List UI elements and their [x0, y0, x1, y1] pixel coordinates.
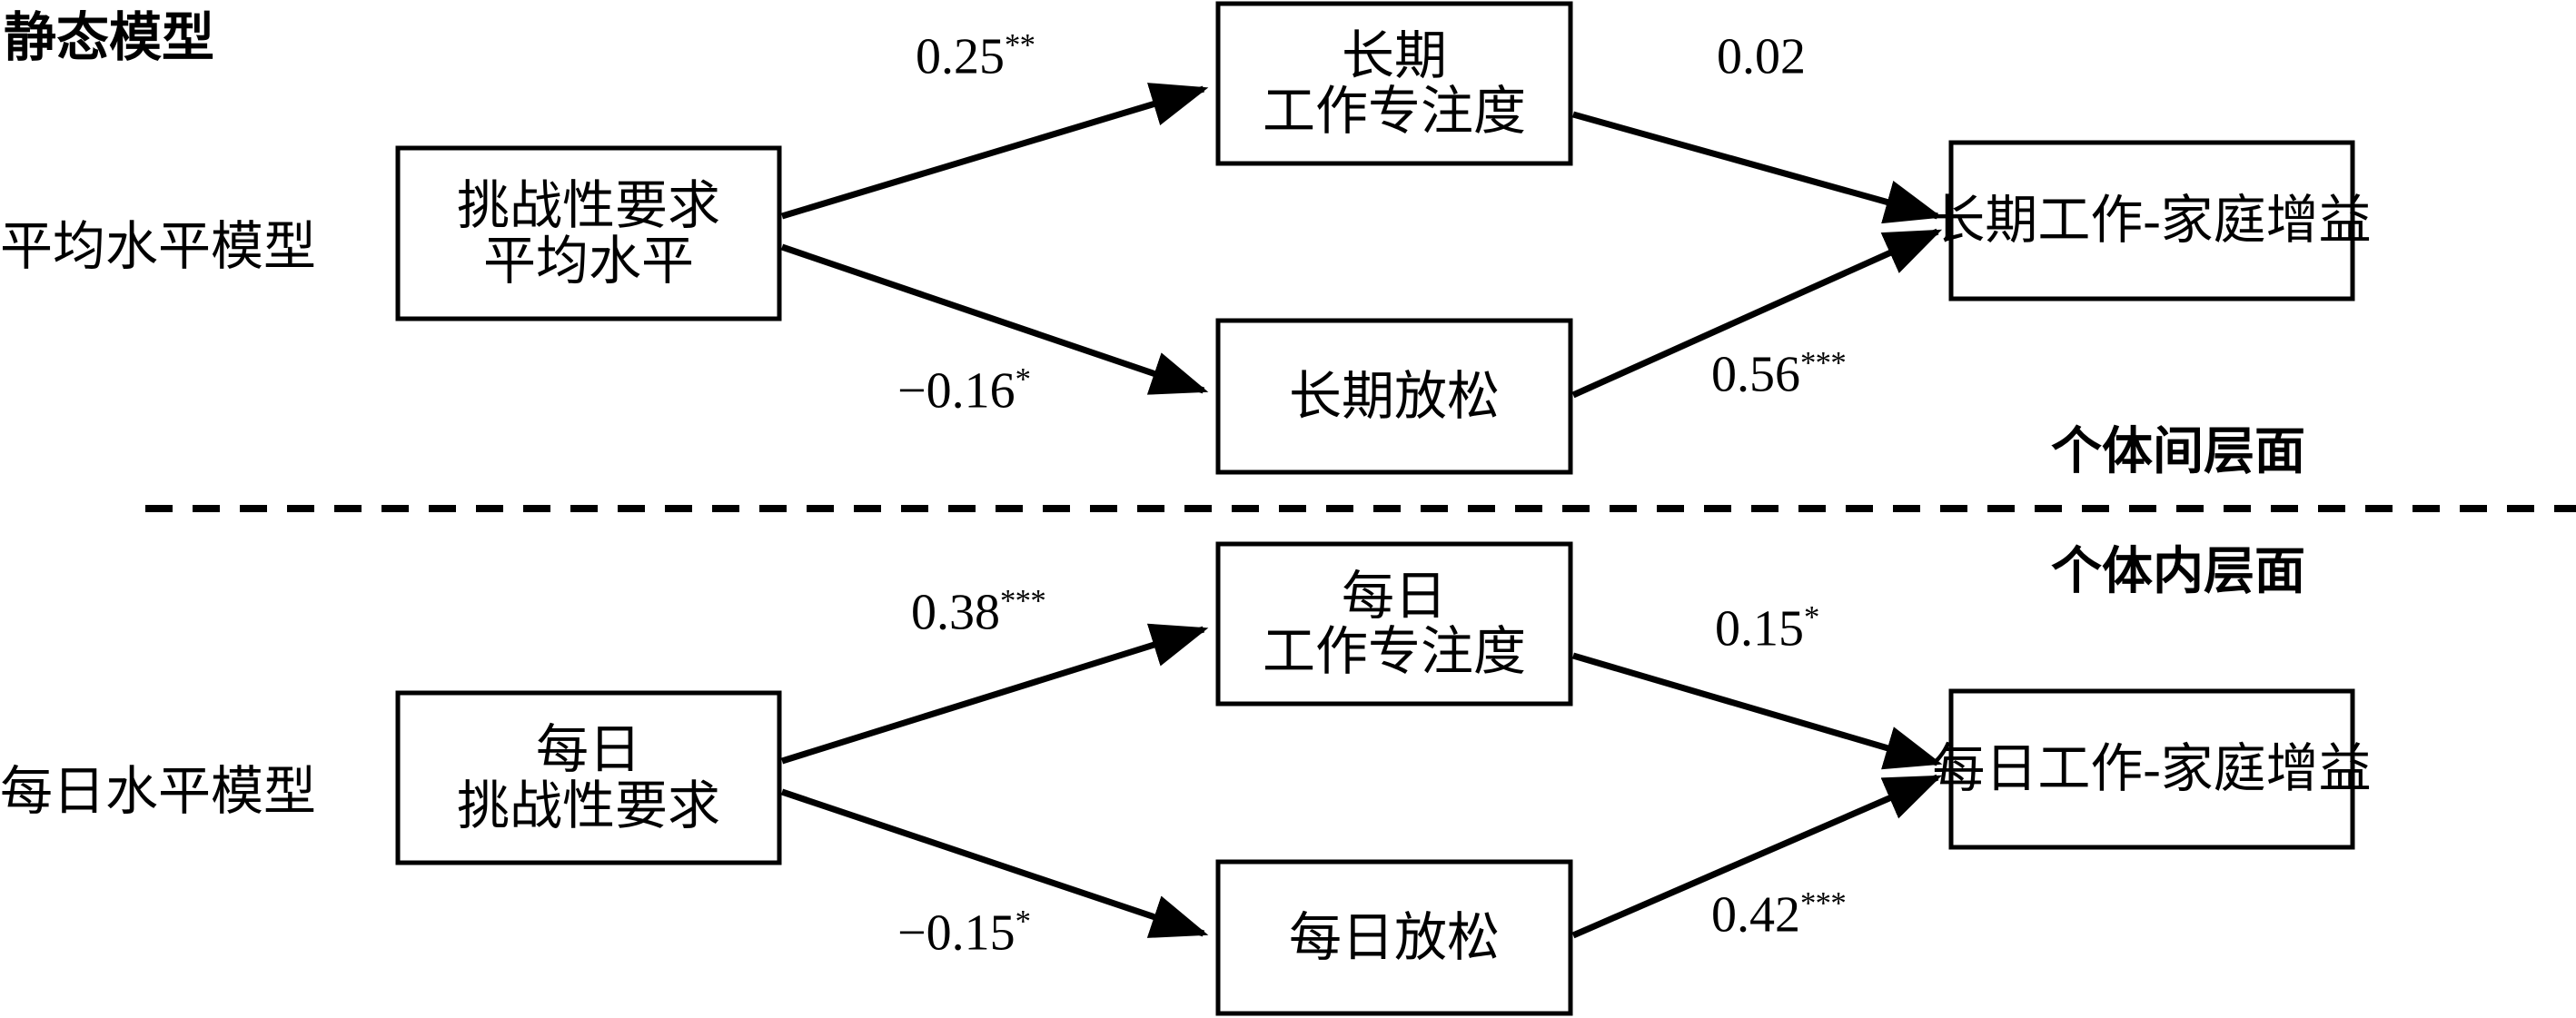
coef-between-b2: 0.56***: [1711, 345, 1847, 404]
coef-stars: ***: [1800, 885, 1847, 921]
coef-value: 0.15: [1715, 600, 1804, 657]
coef-stars: ***: [1800, 345, 1847, 381]
coef-between-a1: 0.25**: [916, 27, 1035, 86]
coef-stars: **: [1005, 27, 1035, 63]
coef-value: 0.38: [911, 584, 1000, 641]
row-label-within-model: 每日水平模型: [0, 762, 317, 821]
node-box-within-mediator-bottom: [1215, 859, 1573, 1016]
coef-within-b1: 0.15*: [1715, 599, 1819, 658]
edge-within-predictor-to-focus: [780, 623, 1209, 765]
node-box-within-outcome: [1948, 688, 2355, 850]
coef-between-a2: −0.16*: [897, 361, 1031, 420]
level-label-within-person: 个体内层面: [2051, 544, 2305, 600]
coef-value: −0.16: [897, 362, 1016, 420]
node-box-between-mediator-bottom: [1215, 318, 1573, 475]
coef-stars: *: [1804, 599, 1819, 635]
coef-stars: *: [1015, 361, 1031, 397]
coef-stars: *: [1015, 904, 1031, 939]
coef-value: 0.42: [1711, 886, 1800, 944]
level-label-between-person: 个体间层面: [2051, 424, 2305, 480]
coef-value: 0.02: [1717, 28, 1806, 85]
coef-within-a1: 0.38***: [911, 583, 1046, 642]
coef-stars: ***: [1000, 583, 1046, 618]
node-box-between-outcome: [1948, 140, 2355, 301]
edge-between-predictor-to-focus: [780, 83, 1209, 220]
figure-title: 静态模型: [4, 8, 215, 67]
edge-between-focus-to-outcome: [1572, 111, 1943, 224]
coef-within-a2: −0.15*: [897, 904, 1031, 963]
edge-within-relax-to-outcome: [1571, 774, 1943, 939]
coef-value: 0.56: [1711, 346, 1800, 403]
node-box-between-mediator-top: [1215, 1, 1573, 166]
coef-value: −0.15: [897, 904, 1016, 962]
node-box-between-predictor: [395, 145, 782, 321]
coef-within-b2: 0.42***: [1711, 885, 1847, 944]
row-label-between-model: 平均水平模型: [0, 217, 317, 276]
edge-between-predictor-to-relax: [780, 243, 1209, 395]
node-box-within-predictor: [395, 690, 782, 865]
edge-within-focus-to-outcome: [1572, 652, 1943, 770]
coef-value: 0.25: [916, 28, 1005, 85]
edge-within-predictor-to-relax: [780, 788, 1209, 938]
node-box-within-mediator-top: [1215, 541, 1573, 707]
coef-between-b1: 0.02: [1717, 27, 1806, 86]
edge-between-relax-to-outcome: [1571, 228, 1943, 399]
